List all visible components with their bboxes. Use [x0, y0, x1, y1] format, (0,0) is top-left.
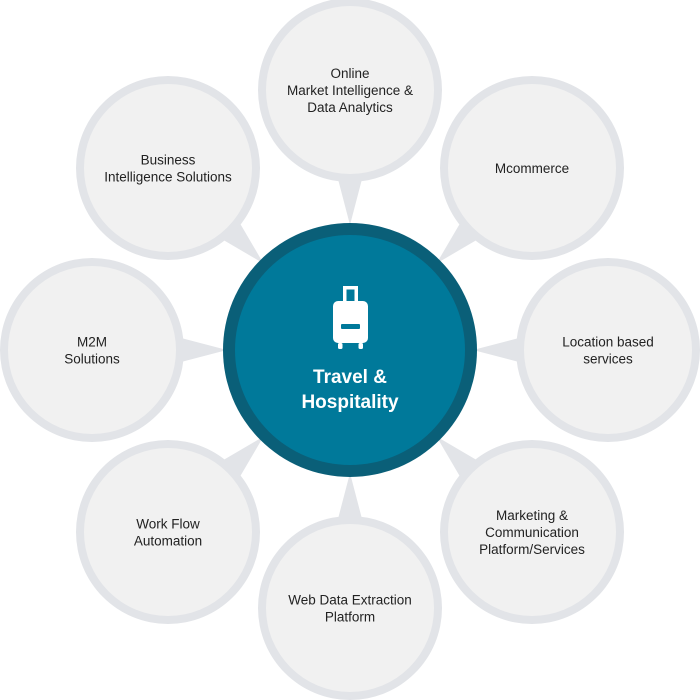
- bubble-label-line: Marketing &: [496, 508, 568, 523]
- service-bubble: M2M Solutions: [0, 258, 227, 442]
- service-bubble: Location based services: [473, 258, 700, 442]
- bubble-disc: [524, 266, 692, 434]
- bubble-disc: [84, 84, 252, 252]
- hub-inner-disc: [235, 235, 465, 465]
- bubble-disc: [8, 266, 176, 434]
- bubble-label-line: Platform/Services: [479, 542, 585, 557]
- bubble-disc: [84, 448, 252, 616]
- bubble-label-line: Mcommerce: [495, 161, 569, 176]
- service-bubble: Mcommerce: [436, 76, 624, 264]
- bubble-label-line: Solutions: [64, 352, 120, 367]
- bubble-label-line: Communication: [485, 525, 579, 540]
- hub-title-line-2: Hospitality: [301, 392, 399, 413]
- suitcase-icon: [333, 286, 368, 349]
- bubble-label-line: Location based: [562, 335, 654, 350]
- bubble-label-line: Platform: [325, 610, 375, 625]
- bubble-disc: [266, 524, 434, 692]
- bubble-label-line: Data Analytics: [307, 100, 393, 115]
- bubble-label-line: Web Data Extraction: [288, 593, 412, 608]
- hub-circle: Travel & Hospitality: [223, 223, 477, 477]
- bubble-label-line: Intelligence Solutions: [104, 170, 232, 185]
- hub-title-line-1: Travel &: [313, 367, 387, 388]
- bubble-label-line: Work Flow: [136, 517, 200, 532]
- bubble-disc: [266, 6, 434, 174]
- bubble-label-line: M2M: [77, 335, 107, 350]
- bubble-disc: [448, 448, 616, 616]
- bubble-label-line: Online: [330, 66, 369, 81]
- bubble-disc: [448, 84, 616, 252]
- bubble-label-line: Automation: [134, 534, 202, 549]
- bubble-label-line: Market Intelligence &: [287, 83, 413, 98]
- bubble-label-line: Business: [141, 153, 196, 168]
- bubble-label-line: services: [583, 352, 633, 367]
- service-bubble: Marketing & CommunicationPlatform/Service…: [436, 436, 624, 624]
